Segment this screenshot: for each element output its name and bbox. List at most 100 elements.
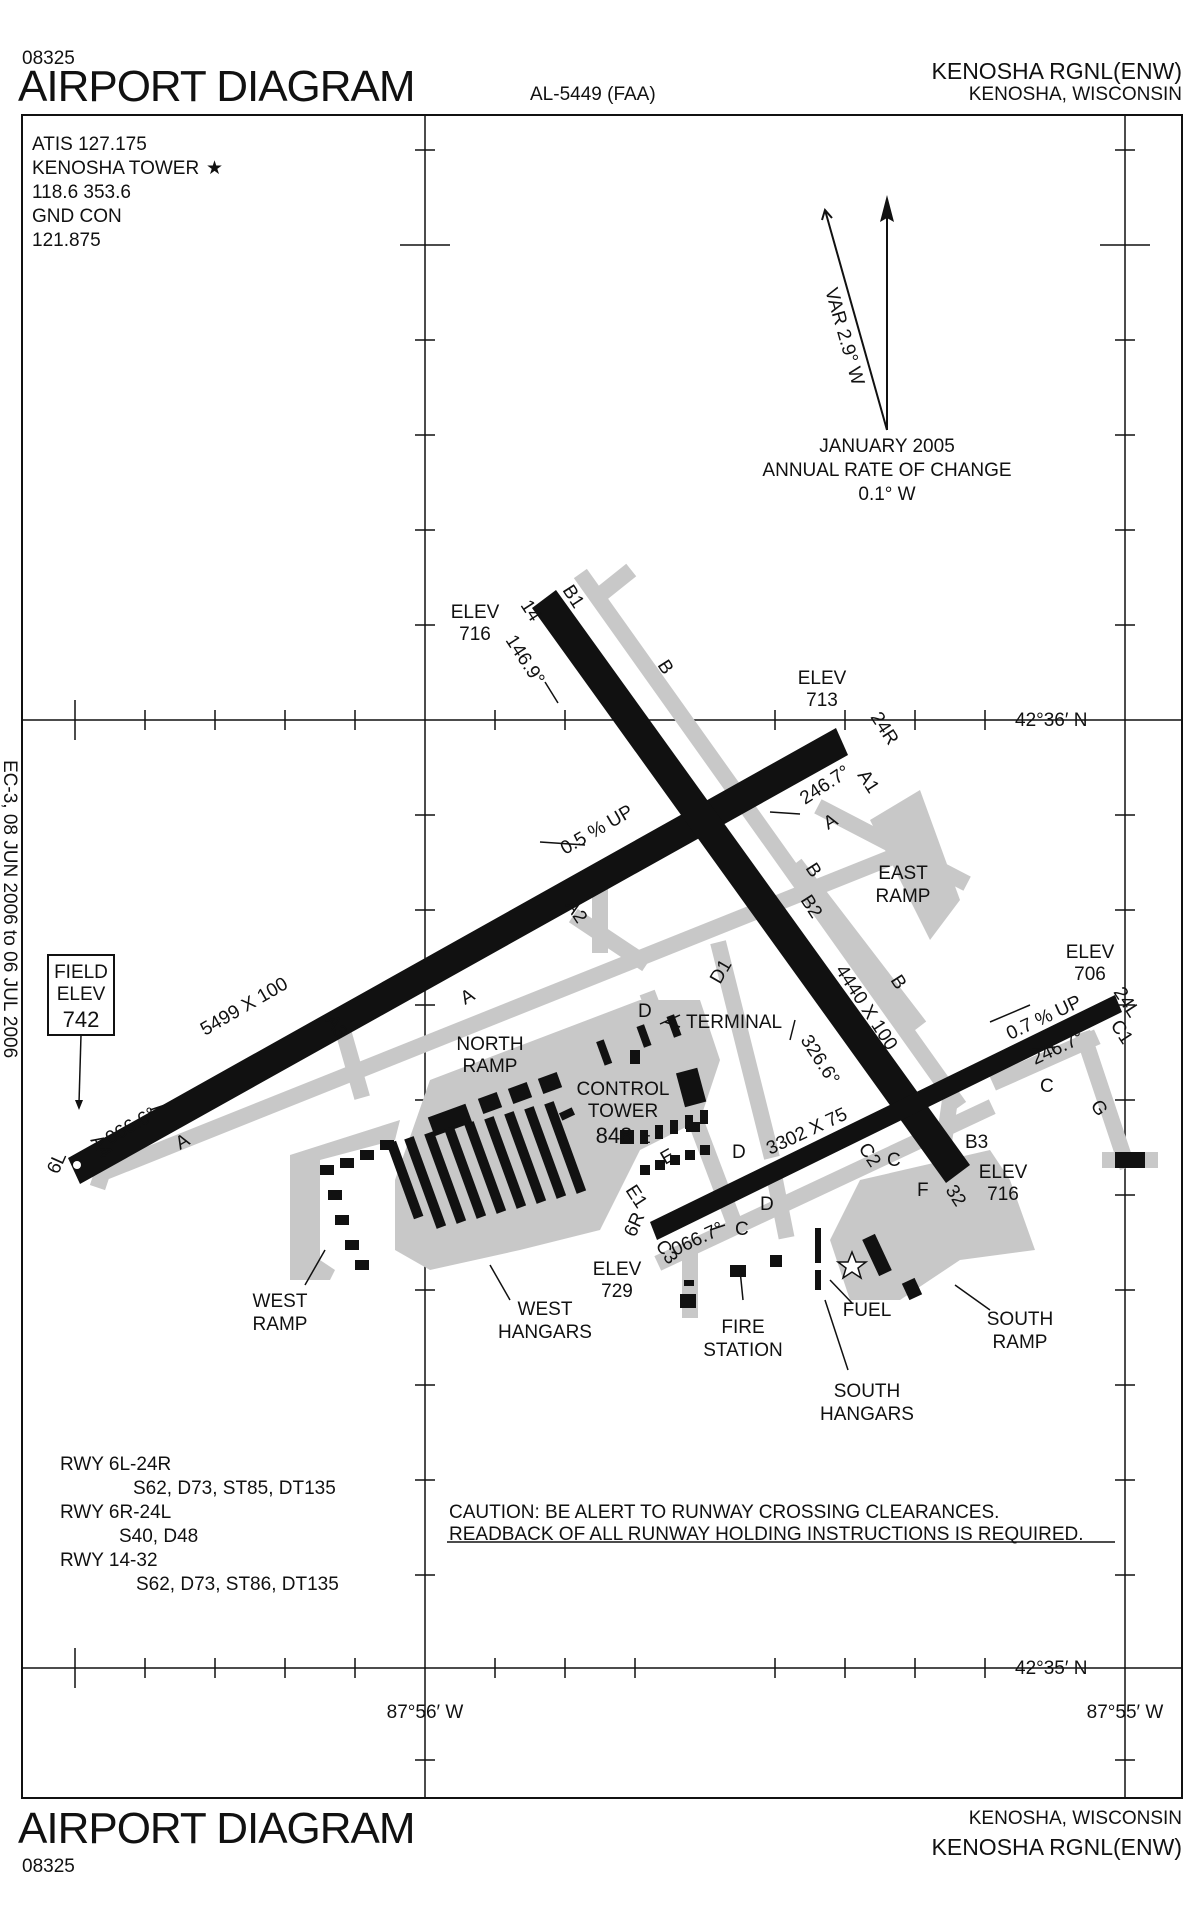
hangar bbox=[815, 1270, 821, 1290]
lon-west: 87°56′ W bbox=[387, 1702, 464, 1723]
r14-elev-label: ELEV bbox=[451, 602, 500, 623]
plus-minus-icon: ± bbox=[640, 1127, 650, 1148]
hangar bbox=[360, 1150, 374, 1160]
west-ramp-1: WEST bbox=[253, 1291, 308, 1312]
hangar bbox=[335, 1215, 349, 1225]
hangar bbox=[507, 1082, 533, 1104]
east-ramp-area bbox=[870, 790, 960, 940]
r6l24r-dims: 5499 X 100 bbox=[197, 974, 292, 1041]
hangar bbox=[630, 1050, 640, 1064]
field-elev-box bbox=[47, 954, 115, 1036]
hangar bbox=[320, 1165, 334, 1175]
title-bottom: AIRPORT DIAGRAM bbox=[18, 1804, 416, 1853]
hangar bbox=[544, 1101, 587, 1194]
r24l-elev-label: ELEV bbox=[1066, 942, 1115, 963]
fuel-label: FUEL bbox=[843, 1300, 892, 1321]
twy-e1: E1 bbox=[621, 1181, 651, 1212]
terminal-label: TERMINAL bbox=[686, 1012, 782, 1033]
hangar bbox=[444, 1126, 487, 1219]
hangar bbox=[328, 1190, 342, 1200]
rwy2-strength: S40, D48 bbox=[119, 1526, 198, 1547]
hangar bbox=[340, 1158, 354, 1168]
twy-c-label-a: C bbox=[1040, 1076, 1054, 1097]
leader-lines bbox=[149, 681, 1056, 1371]
east-ramp-2: RAMP bbox=[876, 886, 931, 907]
rwy2-id: RWY 6R-24L bbox=[60, 1502, 171, 1523]
gnd-freq: 121.875 bbox=[32, 230, 101, 251]
field-elev-value: 742 bbox=[63, 1007, 100, 1032]
r24r-elev-label: ELEV bbox=[798, 668, 847, 689]
field-elev-label2: ELEV bbox=[57, 984, 106, 1005]
hangar bbox=[537, 1072, 563, 1094]
twy-a-label-b: A bbox=[457, 985, 479, 1010]
diagram-frame bbox=[21, 114, 1183, 1799]
twy-a1: A1 bbox=[853, 766, 883, 797]
lon-east: 87°55′ W bbox=[1087, 1702, 1164, 1723]
graticule bbox=[22, 115, 1182, 1798]
hangar bbox=[655, 1125, 663, 1139]
r24r-id: 24R bbox=[866, 708, 903, 749]
hangar bbox=[464, 1121, 507, 1214]
north-ramp-1: NORTH bbox=[456, 1034, 523, 1055]
twy-d-label-c: D bbox=[760, 1194, 774, 1215]
hangar bbox=[636, 1024, 652, 1048]
tower-name: KENOSHA TOWER bbox=[32, 158, 199, 179]
west-hangars-2: HANGARS bbox=[498, 1322, 592, 1343]
hangar bbox=[815, 1228, 821, 1263]
hangar bbox=[380, 1140, 394, 1150]
r24r-elev: 713 bbox=[806, 690, 838, 711]
hangar bbox=[670, 1120, 678, 1134]
hangar bbox=[685, 1115, 693, 1129]
ctl-tower-2: TOWER bbox=[588, 1101, 658, 1122]
north-ramp-2: RAMP bbox=[463, 1056, 518, 1077]
hangar bbox=[558, 1107, 576, 1121]
r6r-elev-label: ELEV bbox=[593, 1259, 642, 1280]
r14-id: 14 bbox=[516, 596, 545, 626]
al-number: AL-5449 (FAA) bbox=[530, 84, 656, 105]
mag-epoch: JANUARY 2005 bbox=[819, 436, 955, 457]
twy-d-label-b: D bbox=[732, 1142, 746, 1163]
west-ramp-2: RAMP bbox=[253, 1314, 308, 1335]
twy-c-label-b: C bbox=[887, 1150, 901, 1171]
west-hangars-1: WEST bbox=[518, 1299, 573, 1320]
runways bbox=[68, 590, 1122, 1240]
r6r-elev: 729 bbox=[601, 1281, 633, 1302]
atis-freq: ATIS 127.175 bbox=[32, 134, 147, 155]
hangar bbox=[504, 1111, 547, 1204]
hangar bbox=[700, 1110, 708, 1124]
hangar bbox=[655, 1160, 665, 1170]
title-top: AIRPORT DIAGRAM bbox=[18, 62, 416, 111]
r6r-id: 6R bbox=[620, 1209, 649, 1240]
r32-elev-label: ELEV bbox=[979, 1162, 1028, 1183]
buildings bbox=[320, 1014, 1145, 1308]
true-north-arrow-icon bbox=[880, 195, 894, 222]
east-ramp-1: EAST bbox=[878, 863, 928, 884]
west-ramp-area bbox=[290, 1120, 400, 1280]
field-elev-label1: FIELD bbox=[54, 962, 108, 983]
ctl-tower-3: 848 bbox=[596, 1123, 633, 1148]
hangar bbox=[862, 1233, 892, 1277]
fire-station-building bbox=[680, 1294, 696, 1308]
magnetic-north-arrow-icon bbox=[821, 207, 833, 221]
ctl-tower-1: CONTROL bbox=[577, 1079, 670, 1100]
r24l-elev: 706 bbox=[1074, 964, 1106, 985]
hangar bbox=[524, 1106, 567, 1199]
hangar bbox=[700, 1145, 710, 1155]
hangar bbox=[355, 1260, 369, 1270]
r32-hdg: 326.6° bbox=[796, 1031, 844, 1089]
field-elev-pointer-icon bbox=[75, 1100, 83, 1110]
r14-hdg: 146.9° bbox=[501, 631, 549, 689]
caution-line-2: READBACK OF ALL RUNWAY HOLDING INSTRUCTI… bbox=[449, 1524, 1084, 1545]
rwy3-strength: S62, D73, ST86, DT135 bbox=[136, 1574, 339, 1595]
rwy-6l-threshold-marker bbox=[73, 1161, 81, 1169]
airport-name-bottom: KENOSHA RGNL(ENW) bbox=[931, 1834, 1182, 1860]
hangar bbox=[620, 1130, 634, 1144]
south-ramp-2: RAMP bbox=[993, 1332, 1048, 1353]
hangar bbox=[424, 1131, 467, 1224]
fire-station-building bbox=[684, 1280, 694, 1286]
mag-rate-value: 0.1° W bbox=[858, 484, 915, 505]
hangar bbox=[1115, 1152, 1145, 1168]
lat-south: 42°35′ N bbox=[1015, 1658, 1087, 1679]
hangar bbox=[901, 1277, 923, 1301]
mag-rate-label: ANNUAL RATE OF CHANGE bbox=[762, 460, 1011, 481]
